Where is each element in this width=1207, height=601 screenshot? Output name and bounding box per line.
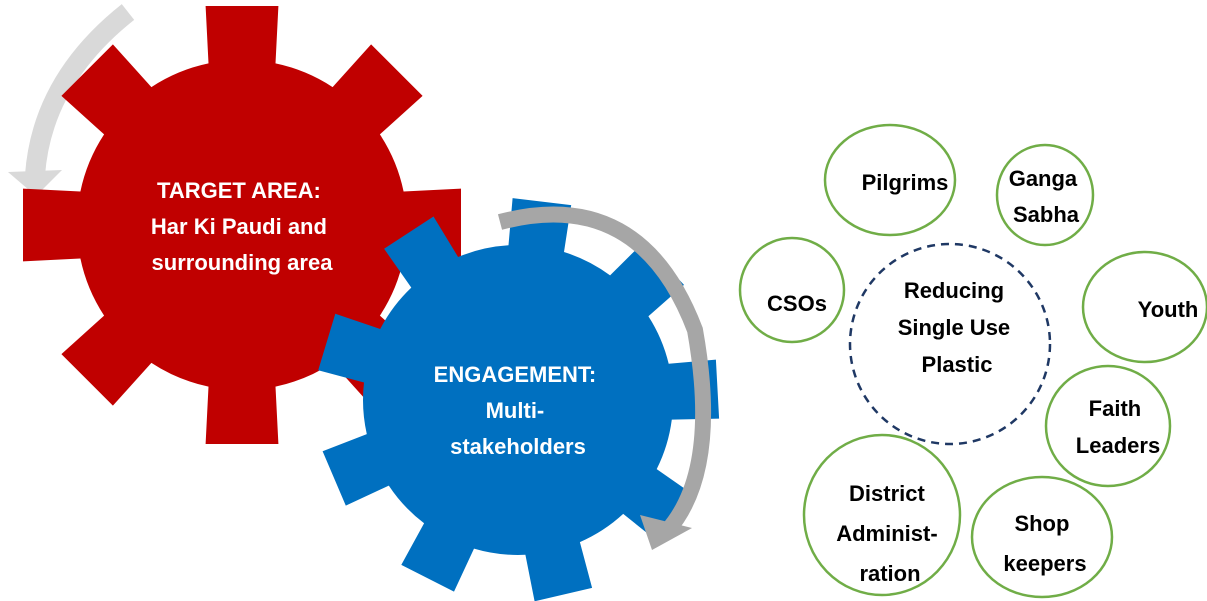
- ganga-sabha-line-2: Sabha: [1013, 202, 1080, 227]
- target-area-title: TARGET AREA:: [157, 178, 321, 203]
- stakeholder-pilgrims: Pilgrims: [823, 123, 957, 237]
- youth-label: Youth: [1138, 297, 1199, 322]
- district-administration-line-3: ration: [859, 561, 920, 586]
- stakeholder-youth: Youth: [1081, 250, 1207, 364]
- svg-text:Pilgrims: Pilgrims: [862, 170, 949, 195]
- engagement-title: ENGAGEMENT:: [434, 362, 597, 387]
- svg-text:Ganga Sabha: Ganga Sabha: [1009, 166, 1084, 227]
- svg-text:District Administ-: District Administ- ration: [836, 481, 944, 586]
- engagement-text: ENGAGEMENT: Multi- stakeholders: [434, 362, 603, 459]
- svg-text:Youth: Youth: [1138, 297, 1199, 322]
- engagement-gear: [318, 198, 720, 601]
- pilgrims-label: Pilgrims: [862, 170, 949, 195]
- svg-text:Shop keepers: Shop keepers: [1003, 511, 1086, 576]
- target-area-line-2: Har Ki Paudi and: [151, 214, 327, 239]
- engagement-line-3: stakeholders: [450, 434, 586, 459]
- center-circle: Reducing Single Use Plastic: [848, 242, 1052, 446]
- target-area-line-3: surrounding area: [152, 250, 334, 275]
- faith-leaders-line-1: Faith: [1089, 396, 1142, 421]
- stakeholder-shop-keepers: Shop keepers: [970, 475, 1114, 599]
- center-line-1: Reducing: [904, 278, 1004, 303]
- svg-text:CSOs: CSOs: [767, 291, 827, 316]
- shop-keepers-line-1: Shop: [1014, 511, 1069, 536]
- target-area-text: TARGET AREA: Har Ki Paudi and surroundin…: [151, 178, 333, 275]
- stakeholder-faith-leaders: Faith Leaders: [1044, 364, 1172, 488]
- district-administration-line-2: Administ-: [836, 521, 937, 546]
- csos-label: CSOs: [767, 291, 827, 316]
- stakeholder-district-administration: District Administ- ration: [802, 433, 962, 597]
- svg-text:Faith Leaders: Faith Leaders: [1076, 396, 1160, 458]
- center-line-2: Single Use: [898, 315, 1010, 340]
- svg-text:Reducing Single Use: Reducing Single Use Plastic: [898, 278, 1017, 377]
- district-administration-line-1: District: [849, 481, 925, 506]
- curved-arrow-light: [8, 4, 135, 196]
- ganga-sabha-line-1: Ganga: [1009, 166, 1078, 191]
- stakeholder-ganga-sabha: Ganga Sabha: [995, 143, 1095, 247]
- center-line-3: Plastic: [922, 352, 993, 377]
- curved-arrow-dark: [497, 206, 712, 550]
- shop-keepers-line-2: keepers: [1003, 551, 1086, 576]
- stakeholder-csos: CSOs: [738, 236, 846, 344]
- faith-leaders-line-2: Leaders: [1076, 433, 1160, 458]
- engagement-line-2: Multi-: [486, 398, 545, 423]
